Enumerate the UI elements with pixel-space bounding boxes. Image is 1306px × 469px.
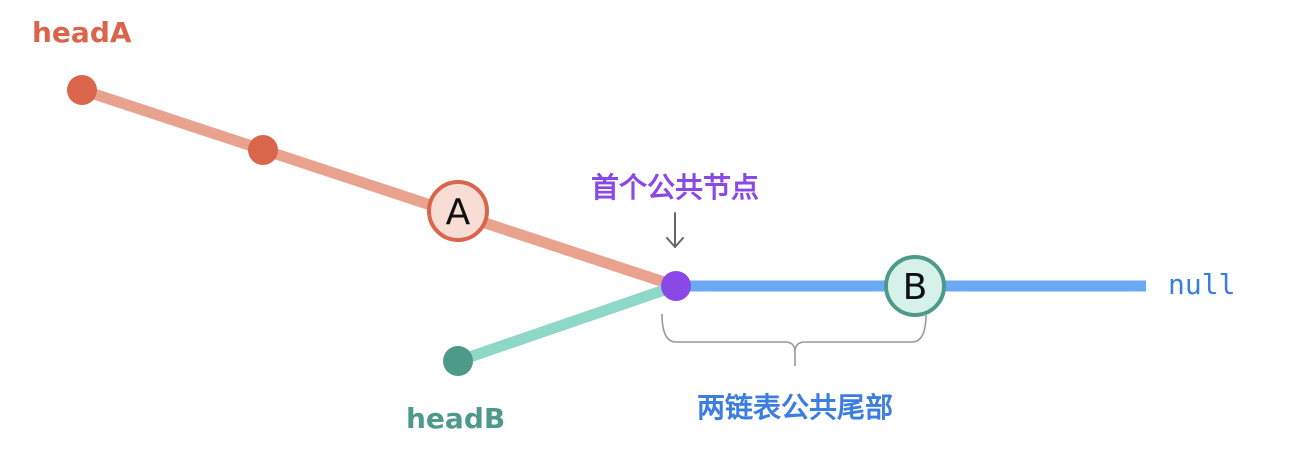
node-b: B bbox=[884, 255, 946, 317]
list-a-line bbox=[76, 84, 682, 292]
first-common-node-label: 首个公共节点 bbox=[591, 171, 759, 204]
list-a-node-1 bbox=[67, 75, 97, 105]
list-b-line bbox=[452, 280, 682, 367]
common-tail-label: 两链表公共尾部 bbox=[697, 391, 893, 424]
down-arrow-icon bbox=[666, 212, 684, 248]
node-a-label: A bbox=[446, 192, 471, 233]
head-a-label: headA bbox=[32, 16, 132, 49]
list-a-node-2 bbox=[248, 135, 278, 165]
node-a: A bbox=[427, 180, 489, 242]
list-b-node-1 bbox=[443, 346, 473, 376]
head-b-label: headB bbox=[406, 402, 505, 435]
curly-brace-icon bbox=[661, 313, 927, 366]
node-b-label: B bbox=[903, 267, 928, 308]
first-common-node bbox=[661, 271, 691, 301]
null-label: null bbox=[1168, 268, 1235, 301]
